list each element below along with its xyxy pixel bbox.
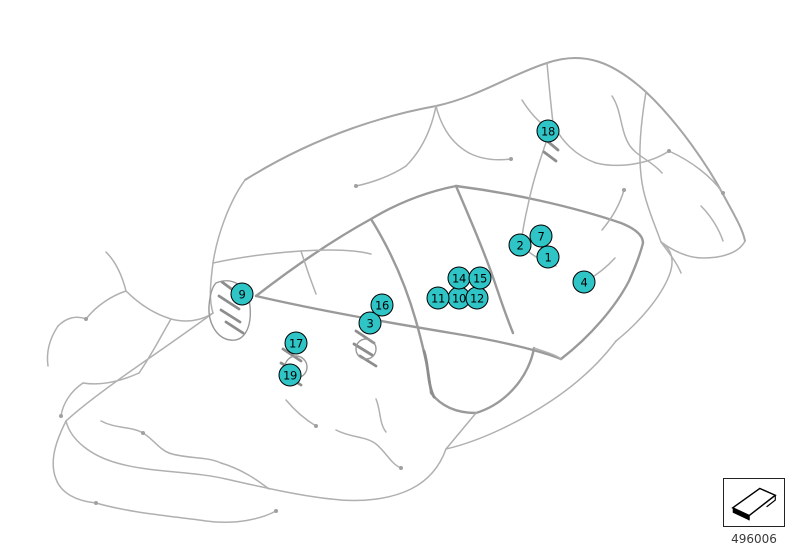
- callout-11[interactable]: 11: [426, 286, 450, 310]
- trim-wedge-icon: [731, 487, 777, 521]
- callout-15[interactable]: 15: [468, 266, 492, 290]
- callout-1[interactable]: 1: [536, 245, 560, 269]
- callout-18[interactable]: 18: [536, 119, 560, 143]
- callout-3[interactable]: 3: [358, 311, 382, 335]
- callout-12[interactable]: 12: [465, 286, 489, 310]
- callout-16[interactable]: 16: [370, 293, 394, 317]
- callout-9[interactable]: 9: [230, 282, 254, 306]
- part-icon-box[interactable]: [723, 478, 785, 527]
- callout-4[interactable]: 4: [572, 270, 596, 294]
- part-number: 496006: [731, 532, 777, 546]
- callout-2[interactable]: 2: [508, 233, 532, 257]
- callout-14[interactable]: 14: [447, 266, 471, 290]
- callout-19[interactable]: 19: [278, 363, 302, 387]
- callout-7[interactable]: 7: [529, 224, 553, 248]
- callout-17[interactable]: 17: [284, 331, 308, 355]
